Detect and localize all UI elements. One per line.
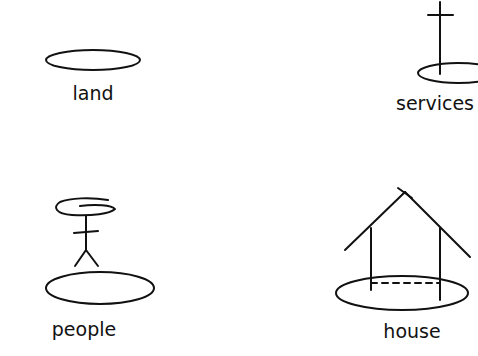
wall-line (370, 228, 372, 290)
house-ellipse (336, 276, 468, 310)
roof-tick (398, 188, 412, 198)
roof-line (405, 192, 470, 257)
services-pole (439, 2, 441, 74)
floor-dashed-line (371, 282, 440, 284)
services-crossbar (428, 14, 453, 16)
people-ellipse (46, 272, 154, 304)
roof-line (345, 192, 405, 250)
arms-line (74, 231, 98, 233)
sketch-label: land (72, 82, 113, 105)
services-ellipse (418, 63, 478, 83)
land-ellipse (46, 50, 140, 70)
sketch-label: services (396, 92, 474, 115)
wall-line (439, 228, 441, 300)
leg-line (86, 250, 98, 266)
leg-line (75, 250, 86, 266)
head-spiral (56, 198, 115, 215)
sketch-label: house (383, 320, 440, 343)
sketch-label: people (52, 318, 116, 341)
